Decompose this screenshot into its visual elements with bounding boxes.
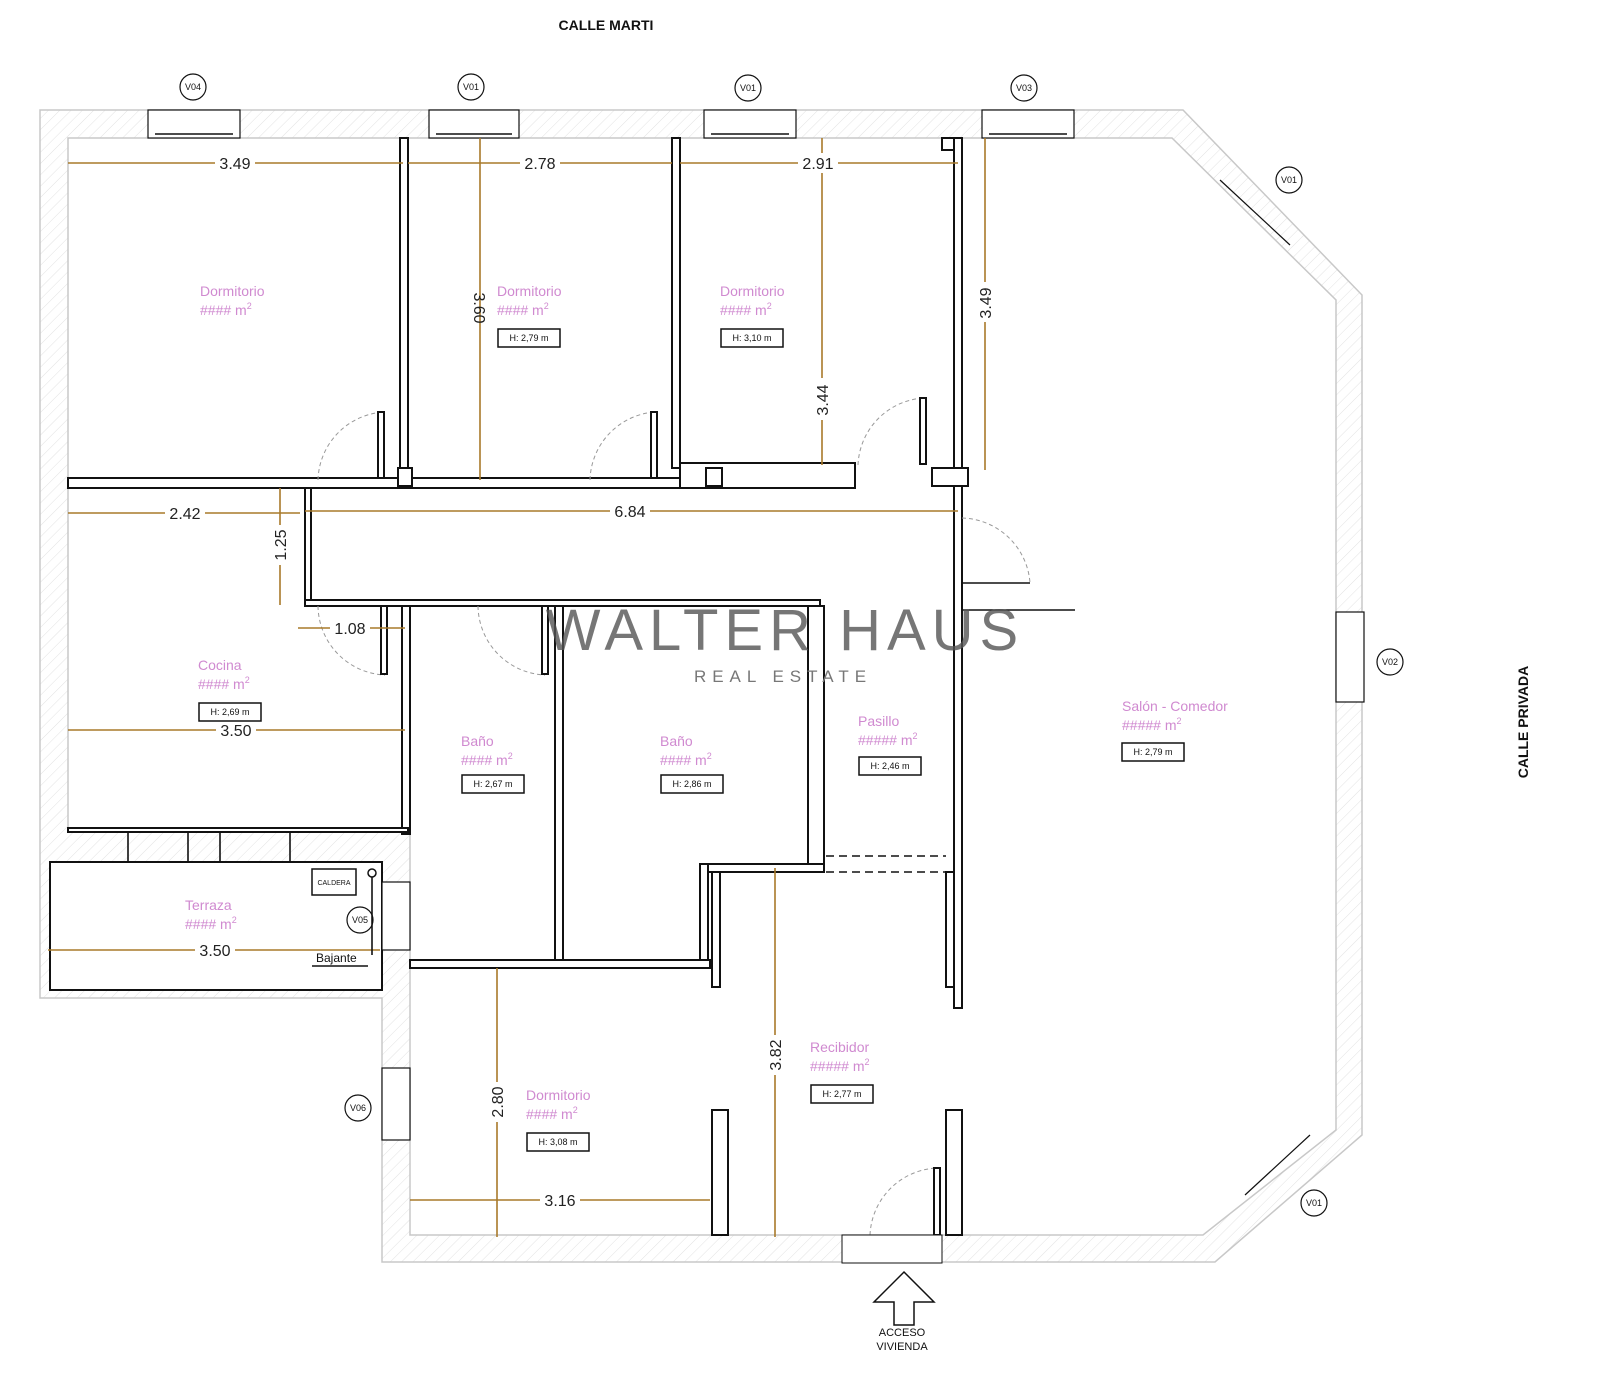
room-label-dormitorio-1: Dormitorio #### m2	[200, 283, 265, 318]
street-label-top: CALLE MARTI	[559, 17, 654, 33]
svg-text:V05: V05	[352, 915, 368, 925]
dimension-label: 1.08	[334, 621, 365, 638]
svg-text:V03: V03	[1016, 83, 1032, 93]
watermark-subtitle: REAL ESTATE	[694, 667, 872, 686]
dimension-label: 2.80	[490, 1086, 507, 1117]
room-label-terraza: Terraza #### m2	[185, 897, 237, 932]
svg-text:Dormitorio: Dormitorio	[720, 283, 785, 299]
svg-text:V01: V01	[463, 82, 479, 92]
room-label-dormitorio-2: Dormitorio #### m2 H: 2,79 m	[497, 283, 562, 348]
svg-text:#### m2: #### m2	[526, 1105, 578, 1122]
svg-text:V01: V01	[740, 83, 756, 93]
svg-text:Baño: Baño	[660, 733, 693, 749]
svg-text:Dormitorio: Dormitorio	[526, 1087, 591, 1103]
dimension-labels: 3.49 2.78 2.91 3.60 3.44 3.49 2.42 6.84 …	[165, 153, 995, 1210]
svg-text:V01: V01	[1306, 1198, 1322, 1208]
dimension-label: 2.42	[169, 506, 200, 523]
svg-text:#### m2: #### m2	[200, 301, 252, 318]
svg-text:Terraza: Terraza	[185, 897, 232, 913]
svg-text:#### m2: #### m2	[497, 301, 549, 318]
dimension-label: 3.60	[470, 292, 487, 323]
svg-text:##### m2: ##### m2	[858, 731, 918, 748]
room-label-bano-1: Baño #### m2 H: 2,67 m	[461, 733, 525, 794]
dimension-label: 6.84	[614, 504, 645, 521]
room-label-dormitorio-3: Dormitorio #### m2 H: 3,10 m	[720, 283, 785, 348]
entrance-label-line1: ACCESO	[879, 1327, 926, 1339]
interior-walls	[49, 137, 1075, 1236]
window-tag: V03	[1010, 74, 1038, 102]
svg-text:H: 2,46 m: H: 2,46 m	[870, 761, 909, 771]
dimension-label: 3.49	[978, 287, 995, 318]
svg-text:H: 2,77 m: H: 2,77 m	[822, 1089, 861, 1099]
svg-text:V04: V04	[185, 82, 201, 92]
dimension-label: 1.25	[273, 529, 290, 560]
svg-text:Baño: Baño	[461, 733, 494, 749]
dimension-label: 3.82	[768, 1039, 785, 1070]
svg-text:H: 3,10 m: H: 3,10 m	[732, 333, 771, 343]
room-label-salon-comedor: Salón - Comedor ##### m2 H: 2,79 m	[1121, 698, 1228, 762]
door-swings	[317, 137, 1031, 1236]
svg-text:#### m2: #### m2	[185, 915, 237, 932]
svg-text:Dormitorio: Dormitorio	[497, 283, 562, 299]
svg-text:#### m2: #### m2	[461, 751, 513, 768]
dimension-label: 3.44	[815, 384, 832, 415]
svg-text:#### m2: #### m2	[660, 751, 712, 768]
svg-text:Cocina: Cocina	[198, 657, 242, 673]
svg-text:##### m2: ##### m2	[1122, 716, 1182, 733]
dimension-label: 3.50	[199, 943, 230, 960]
window-tag: V01	[1275, 166, 1303, 194]
windows	[147, 109, 1365, 1196]
svg-text:##### m2: ##### m2	[810, 1057, 870, 1074]
svg-text:Salón - Comedor: Salón - Comedor	[1122, 698, 1228, 714]
window-tag: V04	[179, 73, 207, 101]
svg-text:H: 3,08 m: H: 3,08 m	[538, 1137, 577, 1147]
downpipe-label: Bajante	[316, 951, 357, 965]
window-tag: V01	[1300, 1189, 1328, 1217]
svg-text:V02: V02	[1382, 657, 1398, 667]
svg-text:H: 2,69 m: H: 2,69 m	[210, 707, 249, 717]
window-tag: V06	[344, 1094, 372, 1122]
entrance-arrow-icon	[872, 1270, 936, 1326]
window-tag: V01	[457, 73, 485, 101]
street-label-right: CALLE PRIVADA	[1515, 666, 1531, 779]
svg-text:V01: V01	[1281, 175, 1297, 185]
svg-text:H: 2,67 m: H: 2,67 m	[473, 779, 512, 789]
svg-text:H: 2,79 m: H: 2,79 m	[509, 333, 548, 343]
room-label-pasillo: Pasillo ##### m2 H: 2,46 m	[858, 713, 922, 776]
boiler: CALDERA	[311, 868, 377, 955]
dimension-label: 3.16	[544, 1193, 575, 1210]
dimension-label: 3.50	[220, 723, 251, 740]
room-label-dormitorio-4: Dormitorio #### m2 H: 3,08 m	[526, 1087, 591, 1152]
svg-text:V06: V06	[350, 1103, 366, 1113]
svg-text:Pasillo: Pasillo	[858, 713, 899, 729]
dimension-label: 2.78	[524, 156, 555, 173]
svg-text:H: 2,79 m: H: 2,79 m	[1133, 747, 1172, 757]
svg-text:#### m2: #### m2	[720, 301, 772, 318]
svg-text:Recibidor: Recibidor	[810, 1039, 869, 1055]
dimension-label: 3.49	[219, 156, 250, 173]
room-label-cocina: Cocina #### m2 H: 2,69 m	[198, 657, 262, 722]
window-tag: V01	[734, 74, 762, 102]
svg-text:H: 2,86 m: H: 2,86 m	[672, 779, 711, 789]
room-label-bano-2: Baño #### m2 H: 2,86 m	[660, 733, 724, 794]
watermark-logo: WALTER HAUS	[546, 598, 1025, 663]
entrance-label-line2: VIVIENDA	[876, 1341, 928, 1353]
window-tag: V05	[346, 906, 374, 934]
dimension-label: 2.91	[802, 156, 833, 173]
svg-text:#### m2: #### m2	[198, 675, 250, 692]
room-label-recibidor: Recibidor ##### m2 H: 2,77 m	[810, 1039, 874, 1104]
entrance-door	[841, 1234, 943, 1264]
window-tag: V02	[1376, 648, 1404, 676]
svg-text:Dormitorio: Dormitorio	[200, 283, 265, 299]
svg-text:CALDERA: CALDERA	[317, 880, 350, 887]
